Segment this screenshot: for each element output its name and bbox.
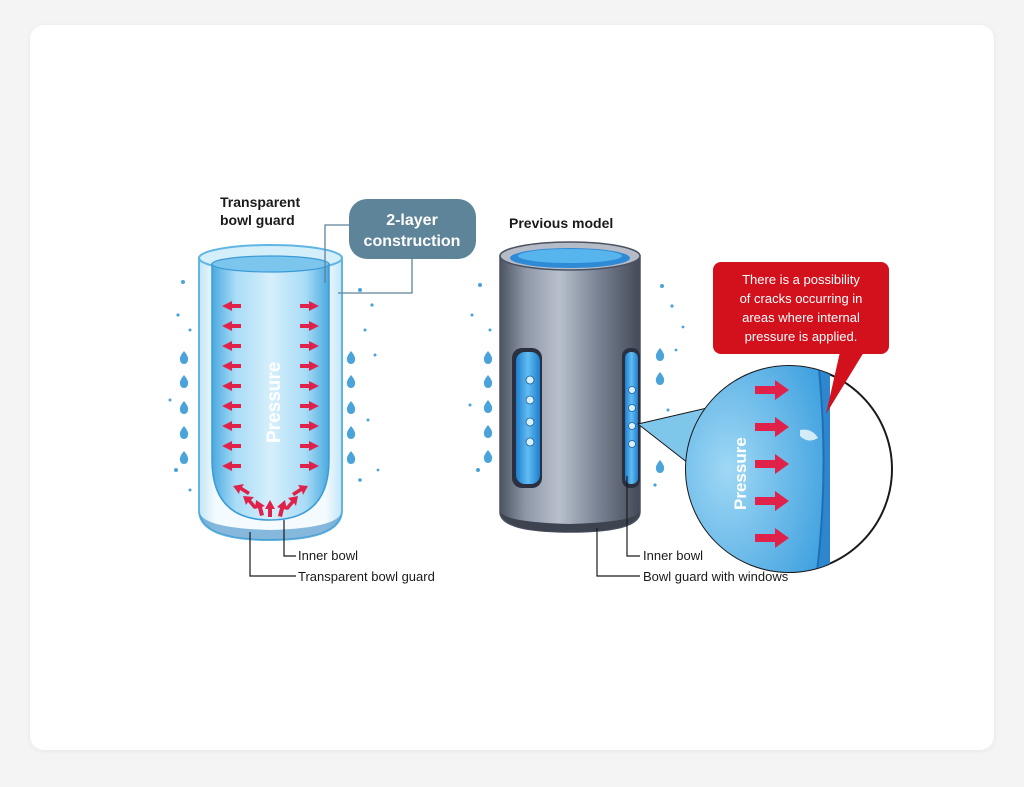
callout-line-4: pressure is applied. [745,329,858,344]
callout-line-1: There is a possibility [742,272,860,287]
right-leader-lines [596,476,640,577]
right-label-inner-bowl: Inner bowl [643,548,703,563]
badge-line1: 2-layer [386,212,438,229]
two-layer-badge: 2-layer construction [349,199,476,259]
callout-line-3: areas where internal [742,310,860,325]
left-heading-line2: bowl guard [220,212,295,228]
zoom-inset: Pressure [636,365,893,573]
callout-line-2: of cracks occurring in [740,291,863,306]
left-heading-line1: Transparent [220,194,300,210]
droplets-right-icon [468,283,685,487]
pressure-label-right: Pressure [731,437,750,510]
transparent-bowl-illustration [198,244,343,542]
crack-warning-callout: There is a possibility of cracks occurri… [713,262,889,414]
left-leader-lines [249,520,296,577]
left-label-guard: Transparent bowl guard [298,569,435,584]
previous-model-illustration [499,241,641,533]
badge-leader-lines [324,224,413,294]
left-label-inner-bowl: Inner bowl [298,548,358,563]
droplets-left-icon [168,280,380,492]
right-heading: Previous model [509,215,613,231]
pressure-arrows-left [222,301,319,517]
pressure-label-left: Pressure [264,362,285,443]
badge-line2: construction [364,233,461,250]
right-label-guard: Bowl guard with windows [643,569,789,584]
